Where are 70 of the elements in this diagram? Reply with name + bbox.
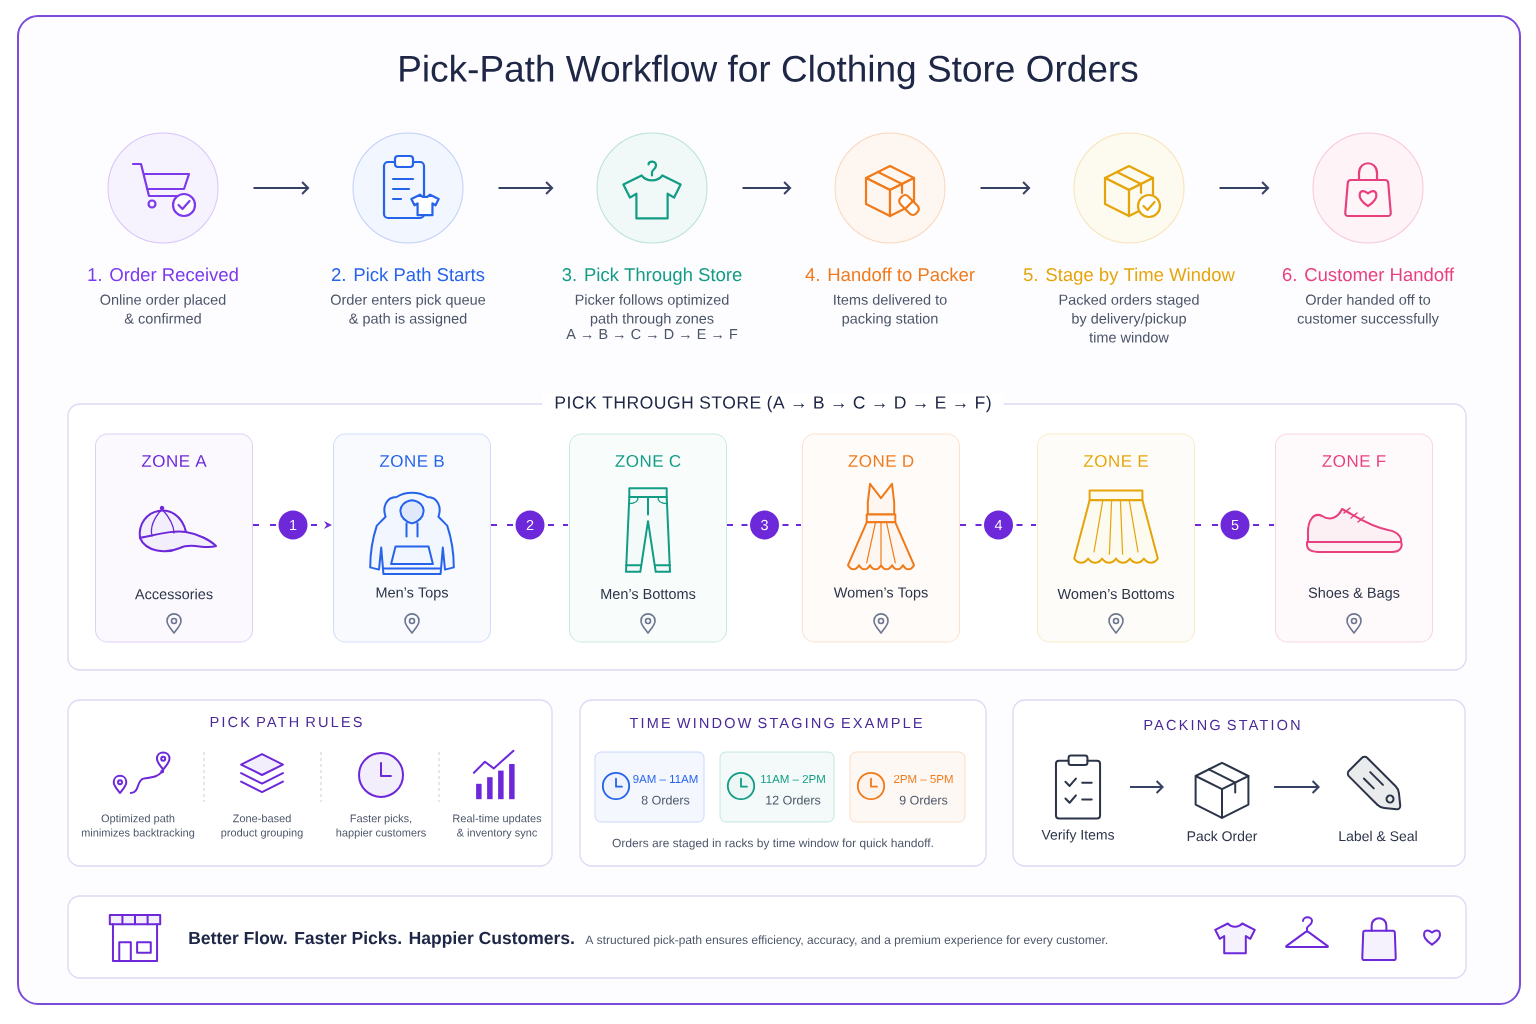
number-badge: 5 bbox=[1220, 510, 1250, 540]
arrow bbox=[1273, 780, 1320, 794]
title: Pick-Path Workflow for Clothing Store Orders bbox=[400, 54, 1138, 90]
item-label: Label & Seal bbox=[1339, 830, 1417, 842]
zone-label: Women’s Tops bbox=[833, 587, 928, 601]
zone-label: Shoes & Bags bbox=[1308, 587, 1400, 601]
order-count: 9 Orders bbox=[899, 795, 948, 805]
step-description: Picker follows optimized path through zones bbox=[575, 294, 729, 327]
zone-label: Men’s Bottoms bbox=[601, 588, 696, 600]
item-label: Pack Order bbox=[1187, 830, 1258, 842]
panel-heading: TIME WINDOW STAGING EXAMPLE bbox=[629, 717, 922, 729]
number-badge: 4 bbox=[984, 510, 1013, 540]
time-slot-card bbox=[849, 751, 966, 823]
panel-heading: PICK PATH RULES bbox=[210, 716, 362, 728]
item-caption: Zone-based product grouping bbox=[221, 814, 303, 839]
item-label: Verify Items bbox=[1041, 829, 1115, 843]
item-caption: Optimized path minimizes backtracking bbox=[81, 814, 195, 839]
footer-note: A structured pick-path ensures efficiency, accuracy, and a premium experience for every customer. bbox=[585, 935, 1108, 947]
zone-heading: ZONE C bbox=[615, 455, 681, 467]
tagline: Better Flow. Faster Picks. Happier Customers. bbox=[189, 931, 574, 948]
step-description: Order enters pick queue & path is assigned bbox=[330, 294, 486, 327]
zone-card bbox=[333, 433, 491, 643]
arrow bbox=[741, 181, 792, 195]
time-slot-card bbox=[594, 751, 705, 823]
zone-label: Accessories bbox=[134, 588, 213, 600]
panel bbox=[67, 699, 553, 867]
arrow bbox=[1129, 780, 1164, 794]
order-count: 12 Orders bbox=[766, 795, 821, 805]
zone-heading: ZONE A bbox=[141, 455, 207, 467]
zone-label: Men’s Tops bbox=[376, 587, 448, 601]
step-description: Order handed off to customer successfully bbox=[1297, 294, 1439, 327]
number-badge: 1 bbox=[278, 510, 308, 540]
step-title: 6. Customer Handoff bbox=[1282, 267, 1455, 282]
time-range: 11AM – 2PM bbox=[761, 775, 825, 783]
step-title: 4. Handoff to Packer bbox=[805, 267, 975, 282]
order-count: 8 Orders bbox=[641, 795, 690, 805]
zone-heading: ZONE F bbox=[1322, 455, 1386, 467]
zone-heading: ZONE B bbox=[379, 455, 444, 467]
zone-card bbox=[1275, 433, 1433, 643]
note: Orders are staged in racks by time window for quick handoff. bbox=[612, 838, 933, 850]
zone-heading: ZONE E bbox=[1083, 455, 1148, 467]
time-range: 9AM – 11AM bbox=[633, 774, 698, 784]
step-title: 2. Pick Path Starts bbox=[332, 267, 485, 282]
number-badge: 2 bbox=[515, 510, 545, 540]
arrow bbox=[1218, 181, 1270, 195]
item-caption: Real-time updates & inventory sync bbox=[453, 814, 542, 839]
panel-heading: PACKING STATION bbox=[1144, 719, 1300, 731]
zone-card bbox=[802, 433, 960, 643]
arrow bbox=[497, 181, 554, 195]
step-title: 3. Pick Through Store bbox=[562, 267, 742, 285]
step-description: Online order placed & confirmed bbox=[100, 294, 226, 324]
zone-heading: ZONE D bbox=[848, 455, 914, 467]
zone-card bbox=[569, 433, 727, 643]
footer-band bbox=[67, 895, 1467, 979]
time-range: 2PM – 5PM bbox=[894, 774, 953, 784]
number-badge: 3 bbox=[750, 510, 779, 540]
time-slot-card bbox=[719, 751, 835, 823]
zone-label: Women’s Bottoms bbox=[1057, 588, 1175, 600]
arrow bbox=[252, 181, 310, 195]
step-title: 1. Order Received bbox=[88, 267, 238, 282]
zone-card bbox=[95, 433, 253, 643]
zone-card bbox=[1037, 433, 1195, 643]
step-description: A → B → C → D → E → F bbox=[566, 328, 738, 340]
panel-heading: PICK THROUGH STORE (A → B → C → D → E → F) bbox=[542, 393, 1004, 415]
panel bbox=[1012, 699, 1466, 867]
step-description: Packed orders staged by delivery/pickup time window bbox=[1059, 294, 1199, 343]
step-title: 5. Stage by Time Window bbox=[1023, 267, 1235, 285]
arrow bbox=[979, 181, 1031, 195]
step-description: Items delivered to packing station bbox=[834, 294, 947, 327]
item-caption: Faster picks, happier customers bbox=[336, 814, 426, 839]
